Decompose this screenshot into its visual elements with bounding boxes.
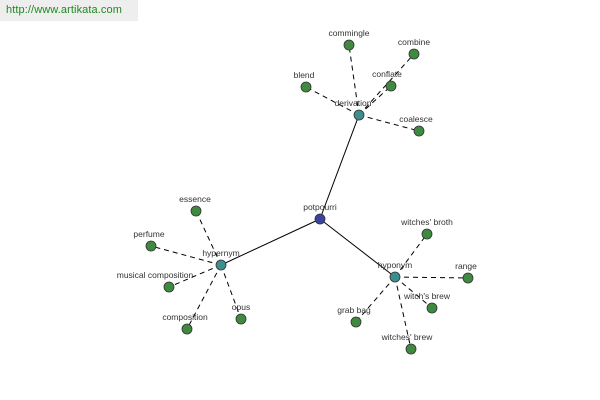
node-label-hypernym: hypernym xyxy=(202,248,239,258)
node-label-combine: combine xyxy=(398,37,430,47)
edge-derivation-conflate xyxy=(358,85,392,116)
leaf-node-combine[interactable] xyxy=(408,48,420,60)
edge-derivation-blend xyxy=(305,86,360,116)
edge-hyponym-range xyxy=(394,276,469,279)
node-label-musical-composition: musical composition xyxy=(117,270,194,280)
leaf-node-witches-brew[interactable] xyxy=(405,343,417,355)
node-label-commingle: commingle xyxy=(328,28,369,38)
node-label-witch-s-brew: witch's brew xyxy=(403,291,451,301)
node-label-opus: opus xyxy=(232,302,250,312)
url-banner: http://www.artikata.com xyxy=(0,0,138,21)
edge-hypernym-essence xyxy=(195,210,222,266)
node-label-hyponym: hyponym xyxy=(378,260,413,270)
node-label-conflate: conflate xyxy=(372,69,402,79)
category-node-derivation[interactable] xyxy=(353,109,365,121)
node-label-range: range xyxy=(455,261,477,271)
edge-derivation-combine xyxy=(358,53,415,116)
edge-hypernym-musical-composition xyxy=(168,264,222,288)
node-label-witches-broth: witches' broth xyxy=(400,217,453,227)
edge-hyponym-grab-bag xyxy=(355,276,396,323)
edge-potpourri-derivation xyxy=(319,114,360,220)
leaf-node-witch-s-brew[interactable] xyxy=(426,302,438,314)
leaf-node-witches-broth[interactable] xyxy=(421,228,433,240)
leaf-node-composition[interactable] xyxy=(181,323,193,335)
leaf-node-conflate[interactable] xyxy=(385,80,397,92)
node-label-perfume: perfume xyxy=(133,229,164,239)
category-node-hyponym[interactable] xyxy=(389,271,401,283)
node-label-potpourri: potpourri xyxy=(303,202,337,212)
node-label-derivation: derivation xyxy=(335,98,372,108)
category-node-hypernym[interactable] xyxy=(215,259,227,271)
node-label-essence: essence xyxy=(179,194,211,204)
node-label-grab-bag: grab bag xyxy=(337,305,371,315)
site-url-link[interactable]: http://www.artikata.com xyxy=(6,4,123,16)
leaf-node-blend[interactable] xyxy=(300,81,312,93)
leaf-node-coalesce[interactable] xyxy=(413,125,425,137)
leaf-node-range[interactable] xyxy=(462,272,474,284)
edge-hyponym-witches-broth xyxy=(394,233,428,278)
leaf-node-grab-bag[interactable] xyxy=(350,316,362,328)
edge-hypernym-perfume xyxy=(150,245,222,266)
edge-derivation-coalesce xyxy=(358,114,420,132)
leaf-node-perfume[interactable] xyxy=(145,240,157,252)
edge-potpourri-hypernym xyxy=(220,218,321,266)
edge-derivation-commingle xyxy=(348,44,360,116)
root-node-potpourri[interactable] xyxy=(314,213,326,225)
node-label-blend: blend xyxy=(294,70,315,80)
leaf-node-opus[interactable] xyxy=(235,313,247,325)
edge-hyponym-witch-s-brew xyxy=(394,276,433,309)
node-label-coalesce: coalesce xyxy=(399,114,433,124)
edge-potpourri-hyponym xyxy=(319,218,396,278)
leaf-node-musical-composition[interactable] xyxy=(163,281,175,293)
edge-hypernym-composition xyxy=(186,264,222,330)
leaf-node-commingle[interactable] xyxy=(343,39,355,51)
node-label-witches-brew: witches' brew xyxy=(381,332,434,342)
edge-hypernym-opus xyxy=(220,264,242,320)
node-label-composition: composition xyxy=(162,312,208,322)
edge-hyponym-witches-brew xyxy=(394,276,412,350)
leaf-node-essence[interactable] xyxy=(190,205,202,217)
